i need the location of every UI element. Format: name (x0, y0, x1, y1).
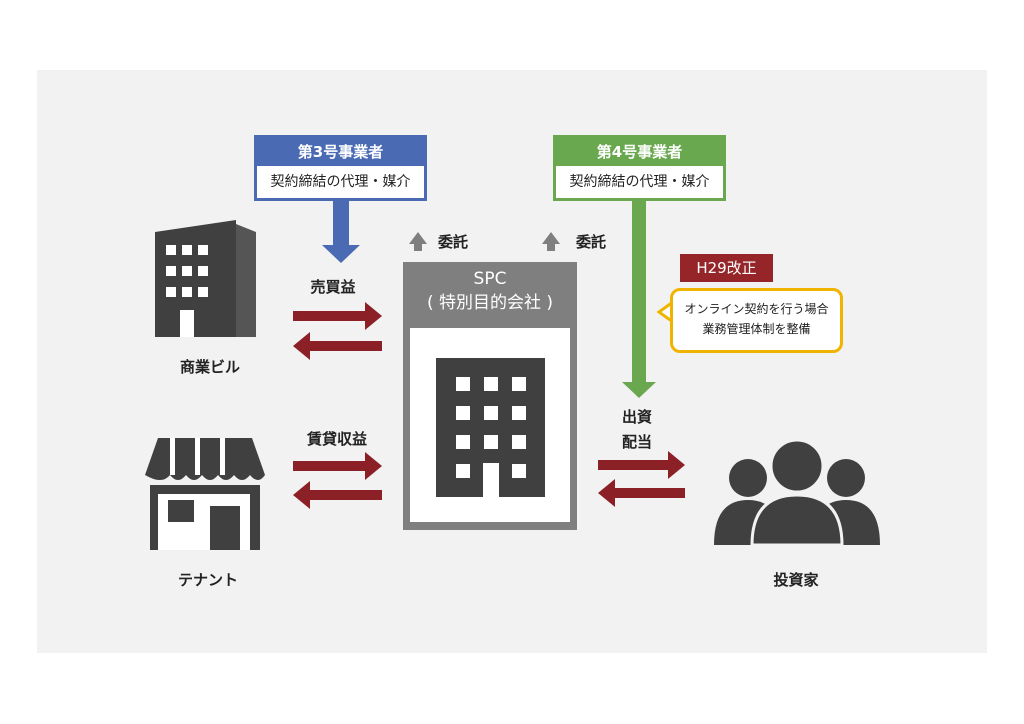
fourth-class-operator-role: 契約締結の代理・媒介 (556, 166, 723, 198)
rent-right-arrow (293, 452, 382, 480)
third-class-operator-box: 第3号事業者 契約締結の代理・媒介 (254, 135, 427, 201)
third-class-operator-title: 第3号事業者 (257, 138, 424, 166)
investment-label: 出資 (621, 408, 652, 426)
invest-right-arrow (598, 451, 685, 479)
entrust-label-2: 委託 (576, 233, 607, 251)
rent-income-label: 賃貸収益 (306, 430, 367, 448)
spc-title: SPC (473, 269, 507, 289)
tenant-label: テナント (177, 571, 238, 589)
entrust-up-arrow-1 (409, 232, 427, 251)
fourth-class-operator-title: 第4号事業者 (556, 138, 723, 166)
spc-subtitle: ( 特別目的会社 ) (426, 293, 554, 313)
investor-label: 投資家 (773, 571, 819, 589)
entrust-up-arrow-2 (542, 232, 560, 251)
amendment-badge: H29改正 (680, 254, 773, 282)
fourth-class-operator-box: 第4号事業者 契約締結の代理・媒介 (553, 135, 726, 201)
commercial-building-label: 商業ビル (179, 358, 240, 376)
green-down-arrow (622, 200, 656, 398)
dividend-label: 配当 (621, 433, 652, 451)
entrust-label-1: 委託 (438, 233, 469, 251)
commercial-building-icon (155, 220, 256, 337)
third-class-operator-role: 契約締結の代理・媒介 (257, 166, 424, 198)
spc-building-icon (436, 358, 545, 497)
spc-building-panel (410, 328, 570, 522)
tenant-shop-icon (145, 438, 265, 550)
invest-left-arrow (598, 479, 685, 507)
sale-right-arrow (293, 302, 382, 330)
amendment-note-line1: オンライン契約を行う場合 (684, 302, 829, 316)
sale-left-arrow (293, 332, 382, 360)
sale-profit-label: 売買益 (310, 278, 356, 296)
amendment-note-bubble: オンライン契約を行う場合 業務管理体制を整備 (670, 288, 843, 353)
rent-left-arrow (293, 481, 382, 509)
blue-down-arrow (322, 200, 360, 263)
amendment-note-line2: 業務管理体制を整備 (702, 322, 811, 336)
spc-box: SPC ( 特別目的会社 ) (403, 262, 577, 530)
investor-group-icon (714, 438, 880, 547)
